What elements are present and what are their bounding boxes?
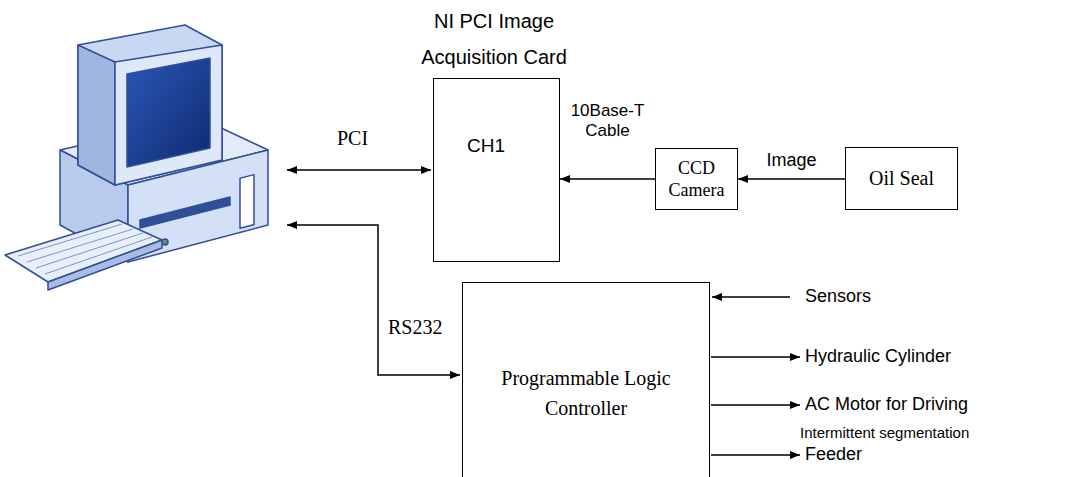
edge-label: Image	[766, 150, 816, 171]
plc-label: Programmable Logic Controller	[486, 363, 686, 423]
pci-bus-arrow	[287, 169, 431, 171]
signal-label: AC Motor for Driving	[805, 394, 968, 415]
computer-illustration	[5, 25, 268, 290]
card-title: NI PCI Image Acquisition Card	[394, 3, 594, 75]
output-arrow	[711, 454, 800, 456]
signal-arrow	[560, 178, 655, 180]
signal-label: Intermittent segmentation	[800, 424, 969, 441]
sensor-arrow	[712, 296, 790, 298]
camera-label: CCD Camera	[659, 157, 734, 201]
signal-arrow	[738, 178, 845, 180]
signal-label: Sensors	[805, 286, 871, 307]
output-arrow	[711, 404, 800, 406]
channel-label: CH1	[467, 135, 559, 157]
oil-seal-box: Oil Seal	[845, 147, 958, 210]
camera-box: CCD Camera	[655, 148, 738, 210]
bus-label: PCI	[337, 127, 368, 150]
bus-label: RS232	[388, 316, 442, 339]
oil-seal-label: Oil Seal	[869, 167, 934, 190]
edge-label: 10Base-T Cable	[568, 101, 648, 141]
signal-label: Hydraulic Cylinder	[805, 346, 951, 367]
signal-label: Feeder	[805, 444, 862, 465]
plc-box: Programmable Logic Controller	[462, 282, 710, 477]
output-arrow	[711, 356, 800, 358]
acquisition-card-box: NI PCI Image Acquisition CardCH1	[433, 78, 560, 262]
